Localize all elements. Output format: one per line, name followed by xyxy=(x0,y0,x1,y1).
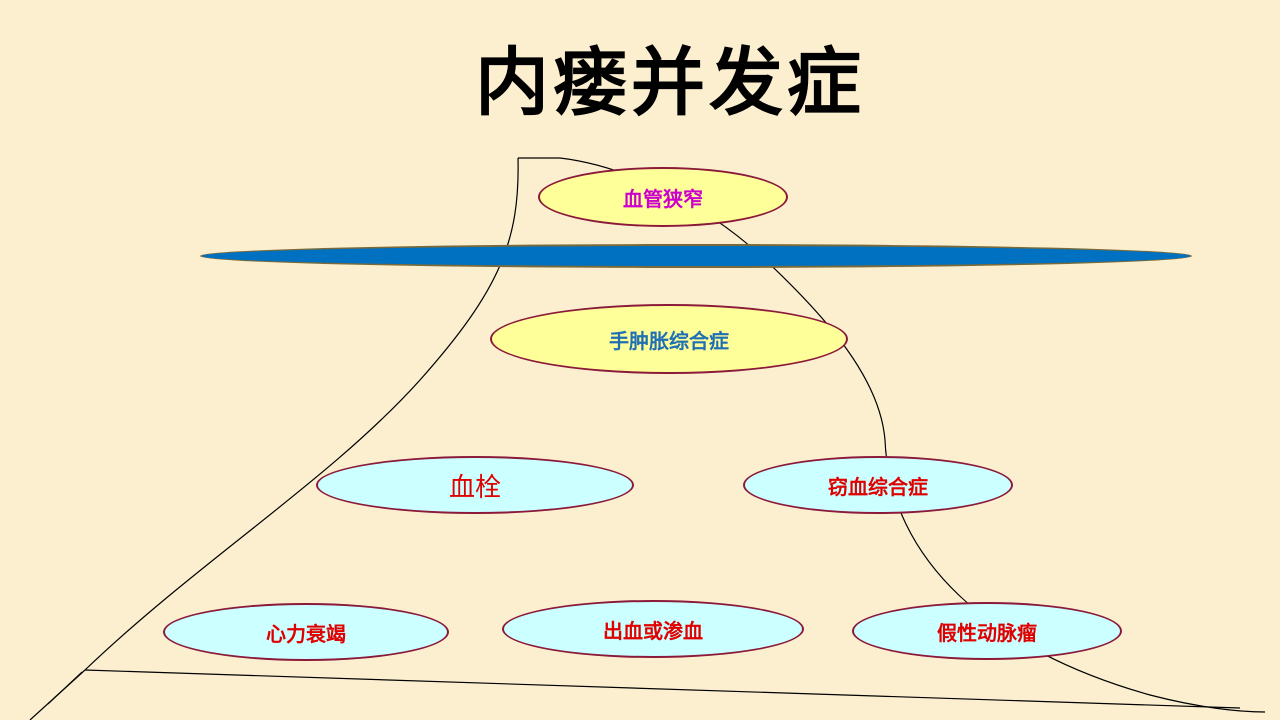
node-aneurysm: 假性动脉瘤 xyxy=(852,602,1122,660)
arm-outline-right xyxy=(759,254,1266,713)
node-heart-failure-label: 心力衰竭 xyxy=(266,621,346,646)
node-thrombosis: 血栓 xyxy=(316,456,634,514)
vessel-bar xyxy=(200,244,1192,268)
arm-outline-left xyxy=(29,157,519,720)
node-aneurysm-label: 假性动脉瘤 xyxy=(937,620,1037,645)
node-hand-swelling: 手肿胀综合症 xyxy=(490,304,848,374)
node-bleeding: 出血或渗血 xyxy=(502,600,804,658)
node-steal-syndrome: 窃血综合症 xyxy=(743,456,1013,514)
node-steal-syndrome-label: 窃血综合症 xyxy=(828,474,928,499)
node-thrombosis-label: 血栓 xyxy=(448,472,501,503)
node-bleeding-label: 出血或渗血 xyxy=(603,618,703,643)
arm-outline-bottom xyxy=(84,669,1241,709)
node-stenosis: 血管狭窄 xyxy=(538,167,788,227)
arm-outline-stub xyxy=(47,671,83,705)
node-stenosis-label: 血管狭窄 xyxy=(623,186,703,211)
page-title: 内瘘并发症 xyxy=(475,40,865,126)
node-heart-failure: 心力衰竭 xyxy=(163,603,449,661)
node-hand-swelling-label: 手肿胀综合症 xyxy=(609,328,729,353)
